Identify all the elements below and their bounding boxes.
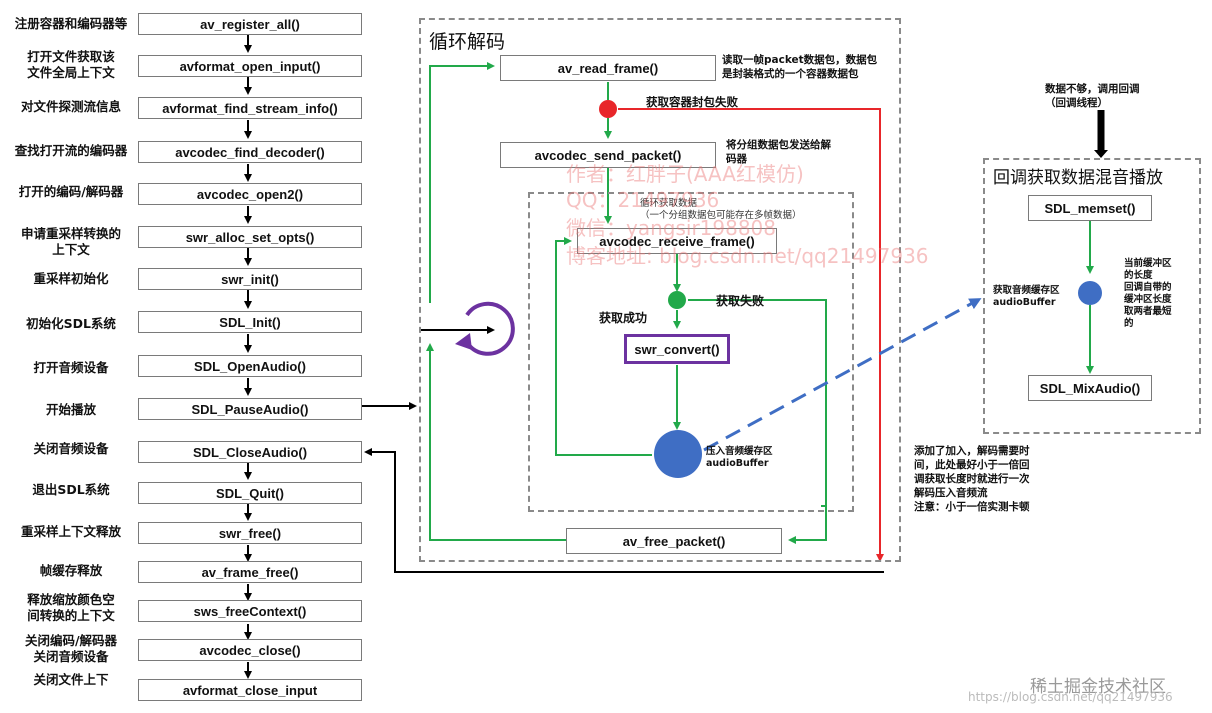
- read-frame-note: 读取一帧packet数据包，数据包 是封装格式的一个容器数据包: [722, 54, 878, 80]
- step-label-12: 退出SDL系统: [32, 482, 110, 497]
- watermark-qq: QQ：21497936: [566, 188, 720, 212]
- step-box-15: sws_freeContext(): [138, 600, 362, 622]
- step-box-14: av_frame_free(): [138, 561, 362, 583]
- decode-loop-frame: [419, 18, 901, 562]
- callback-buffer-note: 获取音频缓存区 audioBuffer: [993, 285, 1060, 308]
- footer-site: 稀土掘金技术社区: [1030, 677, 1166, 697]
- callback-trigger-note: 数据不够，调用回调 （回调线程）: [1045, 83, 1140, 109]
- step-label-4: 查找打开流的编码器: [14, 143, 128, 158]
- step-box-5: avcodec_open2(): [138, 183, 362, 205]
- step-label-5: 打开的编码/解码器: [18, 184, 124, 199]
- callback-buffer-node: [1078, 281, 1102, 305]
- memset-box: SDL_memset(): [1028, 195, 1152, 221]
- step-box-16: avcodec_close(): [138, 639, 362, 661]
- watermark-author: 作者：红胖子(AAA红模仿): [566, 162, 804, 186]
- fail-get-label: 获取失败: [716, 294, 765, 308]
- audio-buffer-node: [654, 430, 702, 478]
- step-label-1: 注册容器和编码器等: [14, 16, 128, 31]
- swr-convert-box: swr_convert(): [624, 334, 730, 364]
- step-box-8: SDL_Init(): [138, 311, 362, 333]
- mix-audio-box: SDL_MixAudio(): [1028, 375, 1152, 401]
- step-box-3: avformat_find_stream_info(): [138, 97, 362, 119]
- step-label-14: 帧缓存释放: [39, 563, 103, 578]
- step-box-9: SDL_OpenAudio(): [138, 355, 362, 377]
- step-label-7: 重采样初始化: [33, 271, 109, 286]
- left-chain-arrows: [244, 35, 1108, 679]
- step-box-11: SDL_CloseAudio(): [138, 441, 362, 463]
- step-label-8: 初始化SDL系统: [26, 316, 116, 331]
- buffer-length-note: 当前缓冲区 的长度 回调自带的 缓冲区长度 取两者最短 的: [1124, 258, 1172, 329]
- success-get-label: 获取成功: [599, 311, 648, 325]
- fail-read-label: 获取容器封包失败: [646, 95, 738, 109]
- step-label-6: 申请重采样转换的 上下文: [20, 226, 121, 257]
- step-box-6: swr_alloc_set_opts(): [138, 226, 362, 248]
- step-label-13: 重采样上下文释放: [20, 524, 121, 539]
- step-box-17: avformat_close_input: [138, 679, 362, 701]
- step-label-11: 关闭音频设备: [33, 441, 109, 456]
- watermark-wechat: 微信：yangsir198808: [566, 216, 777, 240]
- fail-read-node: [599, 100, 617, 118]
- step-label-2: 打开文件获取该 文件全局上下文: [27, 49, 115, 80]
- audiobuffer-dashed-arrow: [703, 298, 982, 452]
- callback-frame: [983, 158, 1201, 434]
- send-packet-note: 将分组数据包发送给解 码器: [726, 139, 831, 165]
- step-label-16: 关闭编码/解码器 关闭音频设备: [24, 633, 118, 664]
- step-box-2: avformat_open_input(): [138, 55, 362, 77]
- step-box-1: av_register_all(): [138, 13, 362, 35]
- loop-green-arrows: [426, 62, 1094, 544]
- watermark-blog: 博客地址: blog.csdn.net/qq21497936: [566, 244, 929, 268]
- step-label-15: 释放缩放颜色空 间转换的上下文: [27, 592, 115, 623]
- step-label-9: 打开音频设备: [33, 360, 109, 375]
- callback-title: 回调获取数据混音播放: [993, 168, 1163, 188]
- free-packet-box: av_free_packet(): [566, 528, 782, 554]
- fail-read-arrow: [618, 108, 884, 562]
- step-box-13: swr_free(): [138, 522, 362, 544]
- receive-frame-box: avcodec_receive_frame(): [577, 228, 777, 254]
- loop-cycle-icon: [455, 301, 515, 356]
- receive-loop-note: 循环获取数据 （一个分组数据包可能存在多帧数据）: [640, 198, 802, 221]
- step-box-10: SDL_PauseAudio(): [138, 398, 362, 420]
- push-buffer-note: 压入音频缓存区 audioBuffer: [706, 446, 773, 469]
- send-packet-box: avcodec_send_packet(): [500, 142, 716, 168]
- step-label-10: 开始播放: [45, 402, 96, 417]
- step-box-4: avcodec_find_decoder(): [138, 141, 362, 163]
- receive-loop-frame: [528, 192, 854, 512]
- step-box-7: swr_init(): [138, 268, 362, 290]
- receive-result-node: [668, 291, 686, 309]
- step-label-3: 对文件探测流信息: [20, 99, 121, 114]
- footer-url: https://blog.csdn.net/qq21497936: [968, 690, 1173, 704]
- decode-loop-title: 循环解码: [429, 31, 506, 53]
- step-label-17: 关闭文件上下: [33, 672, 109, 687]
- decode-timing-note: 添加了加入，解码需要时 间，此处最好小于一倍回 调获取长度时就进行一次 解码压入…: [914, 445, 1030, 513]
- step-box-12: SDL_Quit(): [138, 482, 362, 504]
- read-frame-box: av_read_frame(): [500, 55, 716, 81]
